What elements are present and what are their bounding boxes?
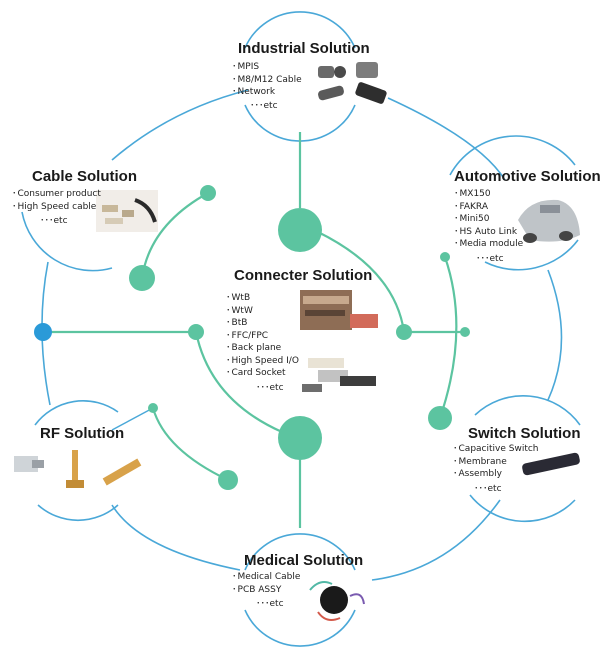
switch-bottom-arc: [469, 494, 576, 523]
list-item: ･PCB ASSY: [232, 584, 282, 595]
dot-cable-medium: [129, 265, 155, 291]
medical-product-image: [309, 581, 365, 621]
cable-product-image: [96, 190, 158, 232]
list-item: ･Back plane: [226, 343, 282, 353]
dot-cable-small: [200, 185, 216, 201]
list-item: ･High Speed cable: [12, 201, 97, 212]
medical-item-list: ･Medical Cable ･PCB ASSY: [232, 571, 300, 596]
link-rf-branch: [151, 407, 229, 481]
medical-etc: ･･･etc: [256, 599, 284, 609]
automotive-top-arc: [449, 135, 576, 176]
hub-item-list: ･WtB ･WtW ･BtB ･FFC/FPC ･Back plane ･Hig…: [226, 292, 299, 380]
rf-bottom-arc: [37, 504, 119, 522]
hub-etc: ･･･etc: [256, 383, 284, 393]
list-item: ･Capacitive Switch: [453, 444, 539, 454]
industrial-title: Industrial Solution: [238, 40, 370, 57]
switch-etc: ･･･etc: [474, 484, 502, 494]
automotive-etc: ･･･etc: [476, 254, 504, 264]
rf-product-image: [14, 450, 142, 488]
switch-item-list: ･Capacitive Switch ･Membrane ･Assembly: [453, 443, 539, 481]
rf-top-arc: [34, 400, 119, 426]
industrial-top-arc: [244, 11, 356, 49]
ring-arc-switch-medical: [371, 499, 501, 581]
list-item: ･HS Auto Link: [454, 226, 518, 237]
list-item: ･Network: [232, 87, 276, 97]
hub-title: Connecter Solution: [234, 267, 373, 284]
dot-switch-medium: [428, 406, 452, 430]
ring-arc-industrial-automotive: [387, 97, 506, 181]
hub-arc-right: [317, 231, 406, 333]
list-item: ･Consumer product: [12, 189, 101, 199]
dot-rf-medium: [218, 470, 238, 490]
list-item: ･Assembly: [453, 469, 502, 479]
automotive-title: Automotive Solution: [454, 168, 600, 185]
rf-title: RF Solution: [40, 425, 125, 442]
list-item: ･Membrane: [453, 456, 507, 467]
cable-title: Cable Solution: [32, 168, 137, 185]
medical-top-arc: [244, 533, 356, 571]
hub-product-image: [300, 290, 378, 392]
list-item: ･BtB: [226, 318, 248, 328]
hub-arc-left: [194, 331, 283, 434]
list-item: ･Mini50: [454, 214, 490, 224]
list-item: ･M8/M12 Cable: [232, 74, 302, 85]
link-automotive-arc: [438, 256, 458, 419]
dot-automotive-small: [440, 252, 450, 262]
dot-hub-right: [396, 324, 412, 340]
cable-item-list: ･Consumer product ･High Speed cable: [12, 188, 101, 213]
list-item: ･Medical Cable: [232, 572, 301, 582]
list-item: ･FAKRA: [454, 201, 488, 212]
list-item: ･MPIS: [232, 62, 260, 72]
automotive-item-list: ･MX150 ･FAKRA ･Mini50 ･HS Auto Link ･Med…: [454, 188, 523, 251]
industrial-etc: ･･･etc: [250, 101, 278, 111]
ring-arc-automotive-switch: [547, 269, 563, 401]
dots: [34, 185, 470, 490]
dot-automotive-joint: [460, 327, 470, 337]
dot-hub-left: [188, 324, 204, 340]
list-item: ･WtB: [226, 293, 251, 303]
list-item: ･MX150: [454, 189, 491, 199]
cable-etc: ･･･etc: [40, 216, 68, 226]
medical-bottom-arc: [244, 609, 356, 647]
node-arcs: [21, 11, 581, 647]
outer-ring: [41, 89, 563, 581]
list-item: ･FFC/FPC: [226, 330, 269, 341]
switch-arc: [474, 395, 581, 426]
industrial-product-image: [318, 62, 387, 104]
ring-arc-cable-industrial: [111, 89, 249, 161]
dot-industrial-large: [278, 208, 322, 252]
list-item: ･WtW: [226, 305, 253, 316]
automotive-bottom-arc: [484, 239, 579, 271]
list-item: ･Media module: [454, 239, 524, 249]
link-rf-to-node: [111, 407, 154, 431]
list-item: ･Card Socket: [226, 368, 286, 378]
industrial-item-list: ･MPIS ･M8/M12 Cable ･Network: [232, 61, 302, 99]
dot-medical-large: [278, 416, 322, 460]
switch-product-image: [522, 452, 580, 476]
blue-connectors: [111, 407, 154, 431]
automotive-product-image: [518, 199, 580, 243]
cable-arc: [21, 211, 113, 272]
dot-rf-small: [148, 403, 158, 413]
switch-title: Switch Solution: [468, 425, 581, 442]
medical-title: Medical Solution: [244, 552, 364, 569]
ring-arc-medical-rf: [111, 504, 241, 571]
product-images: [14, 62, 580, 621]
dot-blue-left: [34, 323, 52, 341]
list-item: ･High Speed I/O: [226, 355, 299, 366]
